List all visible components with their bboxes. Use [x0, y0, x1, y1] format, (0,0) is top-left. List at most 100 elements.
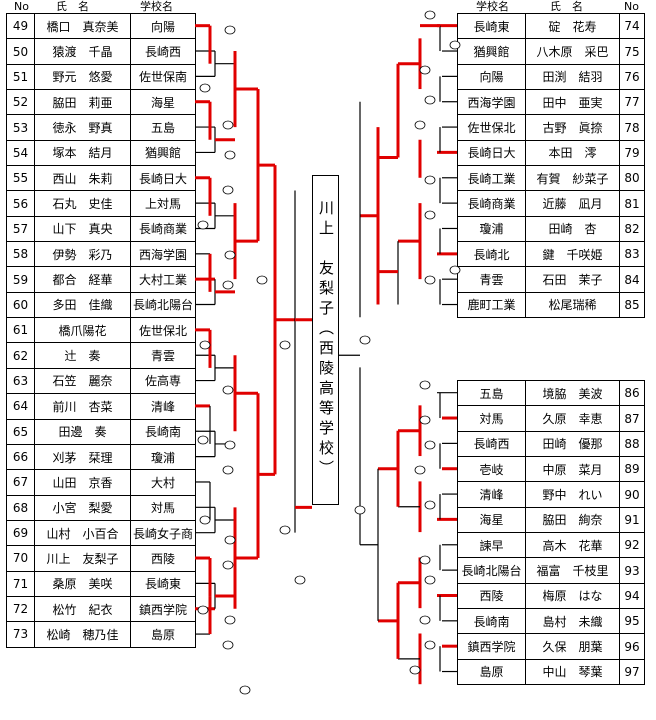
entry-no: 77 — [619, 89, 645, 116]
entry-no: 56 — [6, 190, 35, 217]
entry-no: 78 — [619, 114, 645, 141]
score-mark — [199, 515, 211, 525]
score-mark — [424, 575, 436, 585]
entry-name: 多田 佳織 — [34, 291, 131, 319]
entry-name: 鍵 千咲姫 — [525, 241, 620, 268]
entry-name: 近藤 凪月 — [525, 190, 620, 217]
entry-no: 91 — [619, 506, 645, 534]
entry-name: 橋口 真奈美 — [34, 12, 131, 40]
entry-school: 対馬 — [130, 494, 196, 521]
entry-school: 大村工業 — [130, 266, 196, 293]
entry-no: 61 — [6, 317, 35, 344]
entry-school: 海星 — [130, 89, 196, 116]
entry-no: 52 — [6, 89, 35, 116]
entry-school: 西海学園 — [457, 89, 526, 116]
entry-no: 86 — [619, 379, 645, 407]
entry-no: 58 — [6, 241, 35, 268]
score-mark — [424, 175, 436, 185]
entry-name: 松尾瑞稀 — [525, 291, 620, 319]
entry-name: 田崎 杏 — [525, 215, 620, 243]
score-mark — [424, 275, 436, 285]
score-mark — [199, 340, 211, 350]
entry-no: 80 — [619, 165, 645, 192]
entry-no: 63 — [6, 367, 35, 395]
entry-school: 長崎北陽台 — [457, 557, 526, 584]
header-no-right: No — [624, 0, 639, 13]
score-mark — [424, 640, 436, 650]
entry-school: 佐世保北 — [457, 114, 526, 141]
entry-name: 田崎 優那 — [525, 430, 620, 458]
entry-name: 久原 幸恵 — [525, 405, 620, 432]
entry-name: 塚本 結月 — [34, 139, 131, 167]
entry-name: 野中 れい — [525, 481, 620, 508]
entry-no: 69 — [6, 519, 35, 547]
score-mark — [414, 120, 426, 130]
score-mark — [359, 335, 371, 345]
header-name-left: 氏 名 — [56, 0, 89, 13]
score-mark — [197, 435, 209, 445]
entry-no: 97 — [619, 658, 645, 686]
entry-name: 田渕 結羽 — [525, 63, 620, 91]
entry-name: 野元 悠愛 — [34, 63, 131, 91]
entry-no: 94 — [619, 582, 645, 610]
entry-no: 87 — [619, 405, 645, 432]
header-no-left: No — [14, 0, 29, 13]
entry-name: 前川 杏菜 — [34, 393, 131, 420]
entry-name: 石丸 史佳 — [34, 190, 131, 217]
entry-school: 対馬 — [457, 405, 526, 432]
entry-no: 67 — [6, 469, 35, 496]
score-mark — [224, 615, 236, 625]
score-mark — [222, 120, 234, 130]
entry-no: 95 — [619, 608, 645, 635]
entry-school: 青雲 — [130, 342, 196, 369]
score-mark — [222, 280, 234, 290]
score-mark — [279, 525, 291, 535]
entry-school: 長崎日大 — [130, 165, 196, 192]
score-mark — [294, 575, 306, 585]
entry-name: 桑原 美咲 — [34, 570, 131, 597]
entry-school: 佐世保北 — [130, 317, 196, 344]
entry-name: 有賀 紗菜子 — [525, 165, 620, 192]
entry-no: 66 — [6, 443, 35, 471]
entry-school: 島原 — [130, 621, 196, 648]
entry-name: 脇田 絢奈 — [525, 506, 620, 534]
entry-school: 西海学園 — [130, 241, 196, 268]
entry-no: 76 — [619, 63, 645, 91]
entry-school: 青雲 — [457, 266, 526, 293]
entry-school: 長崎東 — [130, 570, 196, 597]
score-mark — [222, 385, 234, 395]
entry-no: 74 — [619, 12, 645, 40]
entry-school: 五島 — [457, 379, 526, 407]
score-mark — [449, 265, 461, 275]
header-school-right: 学校名 — [476, 0, 509, 13]
score-mark — [199, 83, 211, 93]
score-mark — [449, 40, 461, 50]
score-mark — [424, 10, 436, 20]
score-mark — [419, 415, 431, 425]
score-mark — [424, 210, 436, 220]
entry-no: 55 — [6, 165, 35, 192]
score-mark — [197, 605, 209, 615]
entry-name: 田中 亜実 — [525, 89, 620, 116]
entry-school: 猶興館 — [130, 139, 196, 167]
